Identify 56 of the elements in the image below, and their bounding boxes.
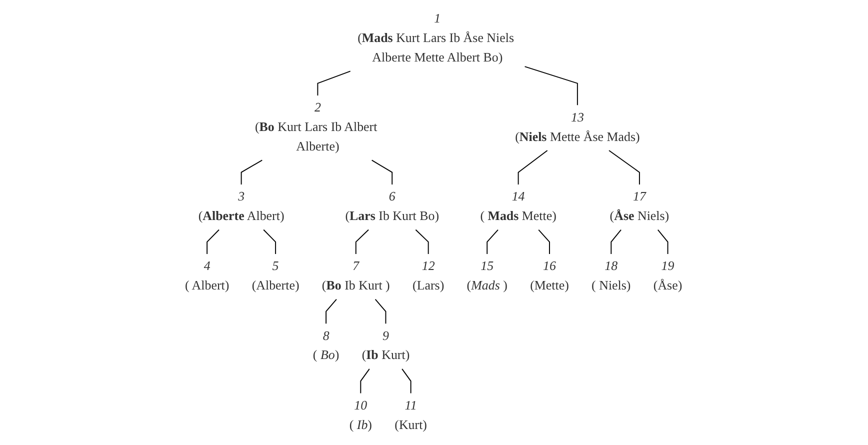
node-label: 8 — [323, 329, 330, 344]
node-text: (Mette) — [530, 279, 570, 293]
node-text: (Alberte) — [252, 279, 300, 293]
connector — [241, 160, 264, 185]
node-text: (Åse) — [654, 279, 683, 293]
connector — [356, 229, 370, 255]
node-text: (Åse Niels) — [610, 210, 670, 224]
node-label: 12 — [422, 260, 436, 274]
node-label: 11 — [405, 398, 418, 413]
node-text: (Bo Ib Kurt ) — [322, 279, 390, 293]
node-label: 17 — [633, 190, 646, 204]
connector — [402, 368, 412, 394]
node-label: 16 — [543, 260, 556, 274]
node-text: (Lars) — [412, 279, 445, 293]
node-label: 18 — [605, 260, 618, 274]
node-label: 13 — [571, 110, 584, 125]
connector — [360, 368, 370, 394]
connector — [487, 229, 499, 255]
node-label: 9 — [382, 329, 390, 344]
node-text: ( Ib) — [350, 418, 372, 432]
node-text: (Mads Kurt Lars Ib Åse Niels Alberte Mette Albert Bo) — [358, 32, 514, 65]
connector — [326, 298, 338, 324]
node-label: 4 — [204, 260, 211, 274]
node-text: (Lars Ib Kurt Bo) — [346, 210, 440, 224]
node-text: (Niels Mette Åse Mads) — [516, 130, 640, 144]
node-text: (Alberte Albert) — [198, 210, 285, 224]
connector — [658, 229, 669, 255]
node-label: 19 — [662, 260, 675, 274]
node-label: 6 — [389, 190, 396, 204]
node-label: 1 — [434, 12, 442, 26]
node-text: (Kurt) — [395, 418, 428, 432]
node-text: (Ib Kurt) — [362, 348, 410, 362]
connector — [518, 150, 548, 185]
node-label: 2 — [314, 101, 322, 115]
node-label: 3 — [238, 190, 245, 204]
connector — [608, 150, 640, 185]
connector — [207, 229, 220, 255]
node-text: (Mads ) — [467, 279, 508, 293]
node-text: ( Mads Mette) — [480, 210, 557, 224]
connector — [538, 229, 550, 255]
node-label: 5 — [272, 260, 280, 274]
node-label: 14 — [512, 190, 526, 204]
connector — [416, 229, 430, 255]
node-text: ( Niels) — [592, 279, 632, 293]
connector — [375, 298, 387, 324]
node-label: 10 — [354, 398, 368, 413]
node-label: 7 — [353, 260, 360, 274]
connector — [372, 160, 394, 185]
connector — [264, 229, 276, 255]
node-text: ( Albert) — [185, 279, 230, 293]
connector — [524, 66, 578, 106]
node-label: 15 — [481, 260, 494, 274]
connector — [611, 229, 622, 255]
node-text: (Bo Kurt Lars Ib Albert Alberte) — [255, 120, 378, 154]
node-text: ( Bo) — [313, 348, 340, 362]
connector — [318, 70, 352, 96]
